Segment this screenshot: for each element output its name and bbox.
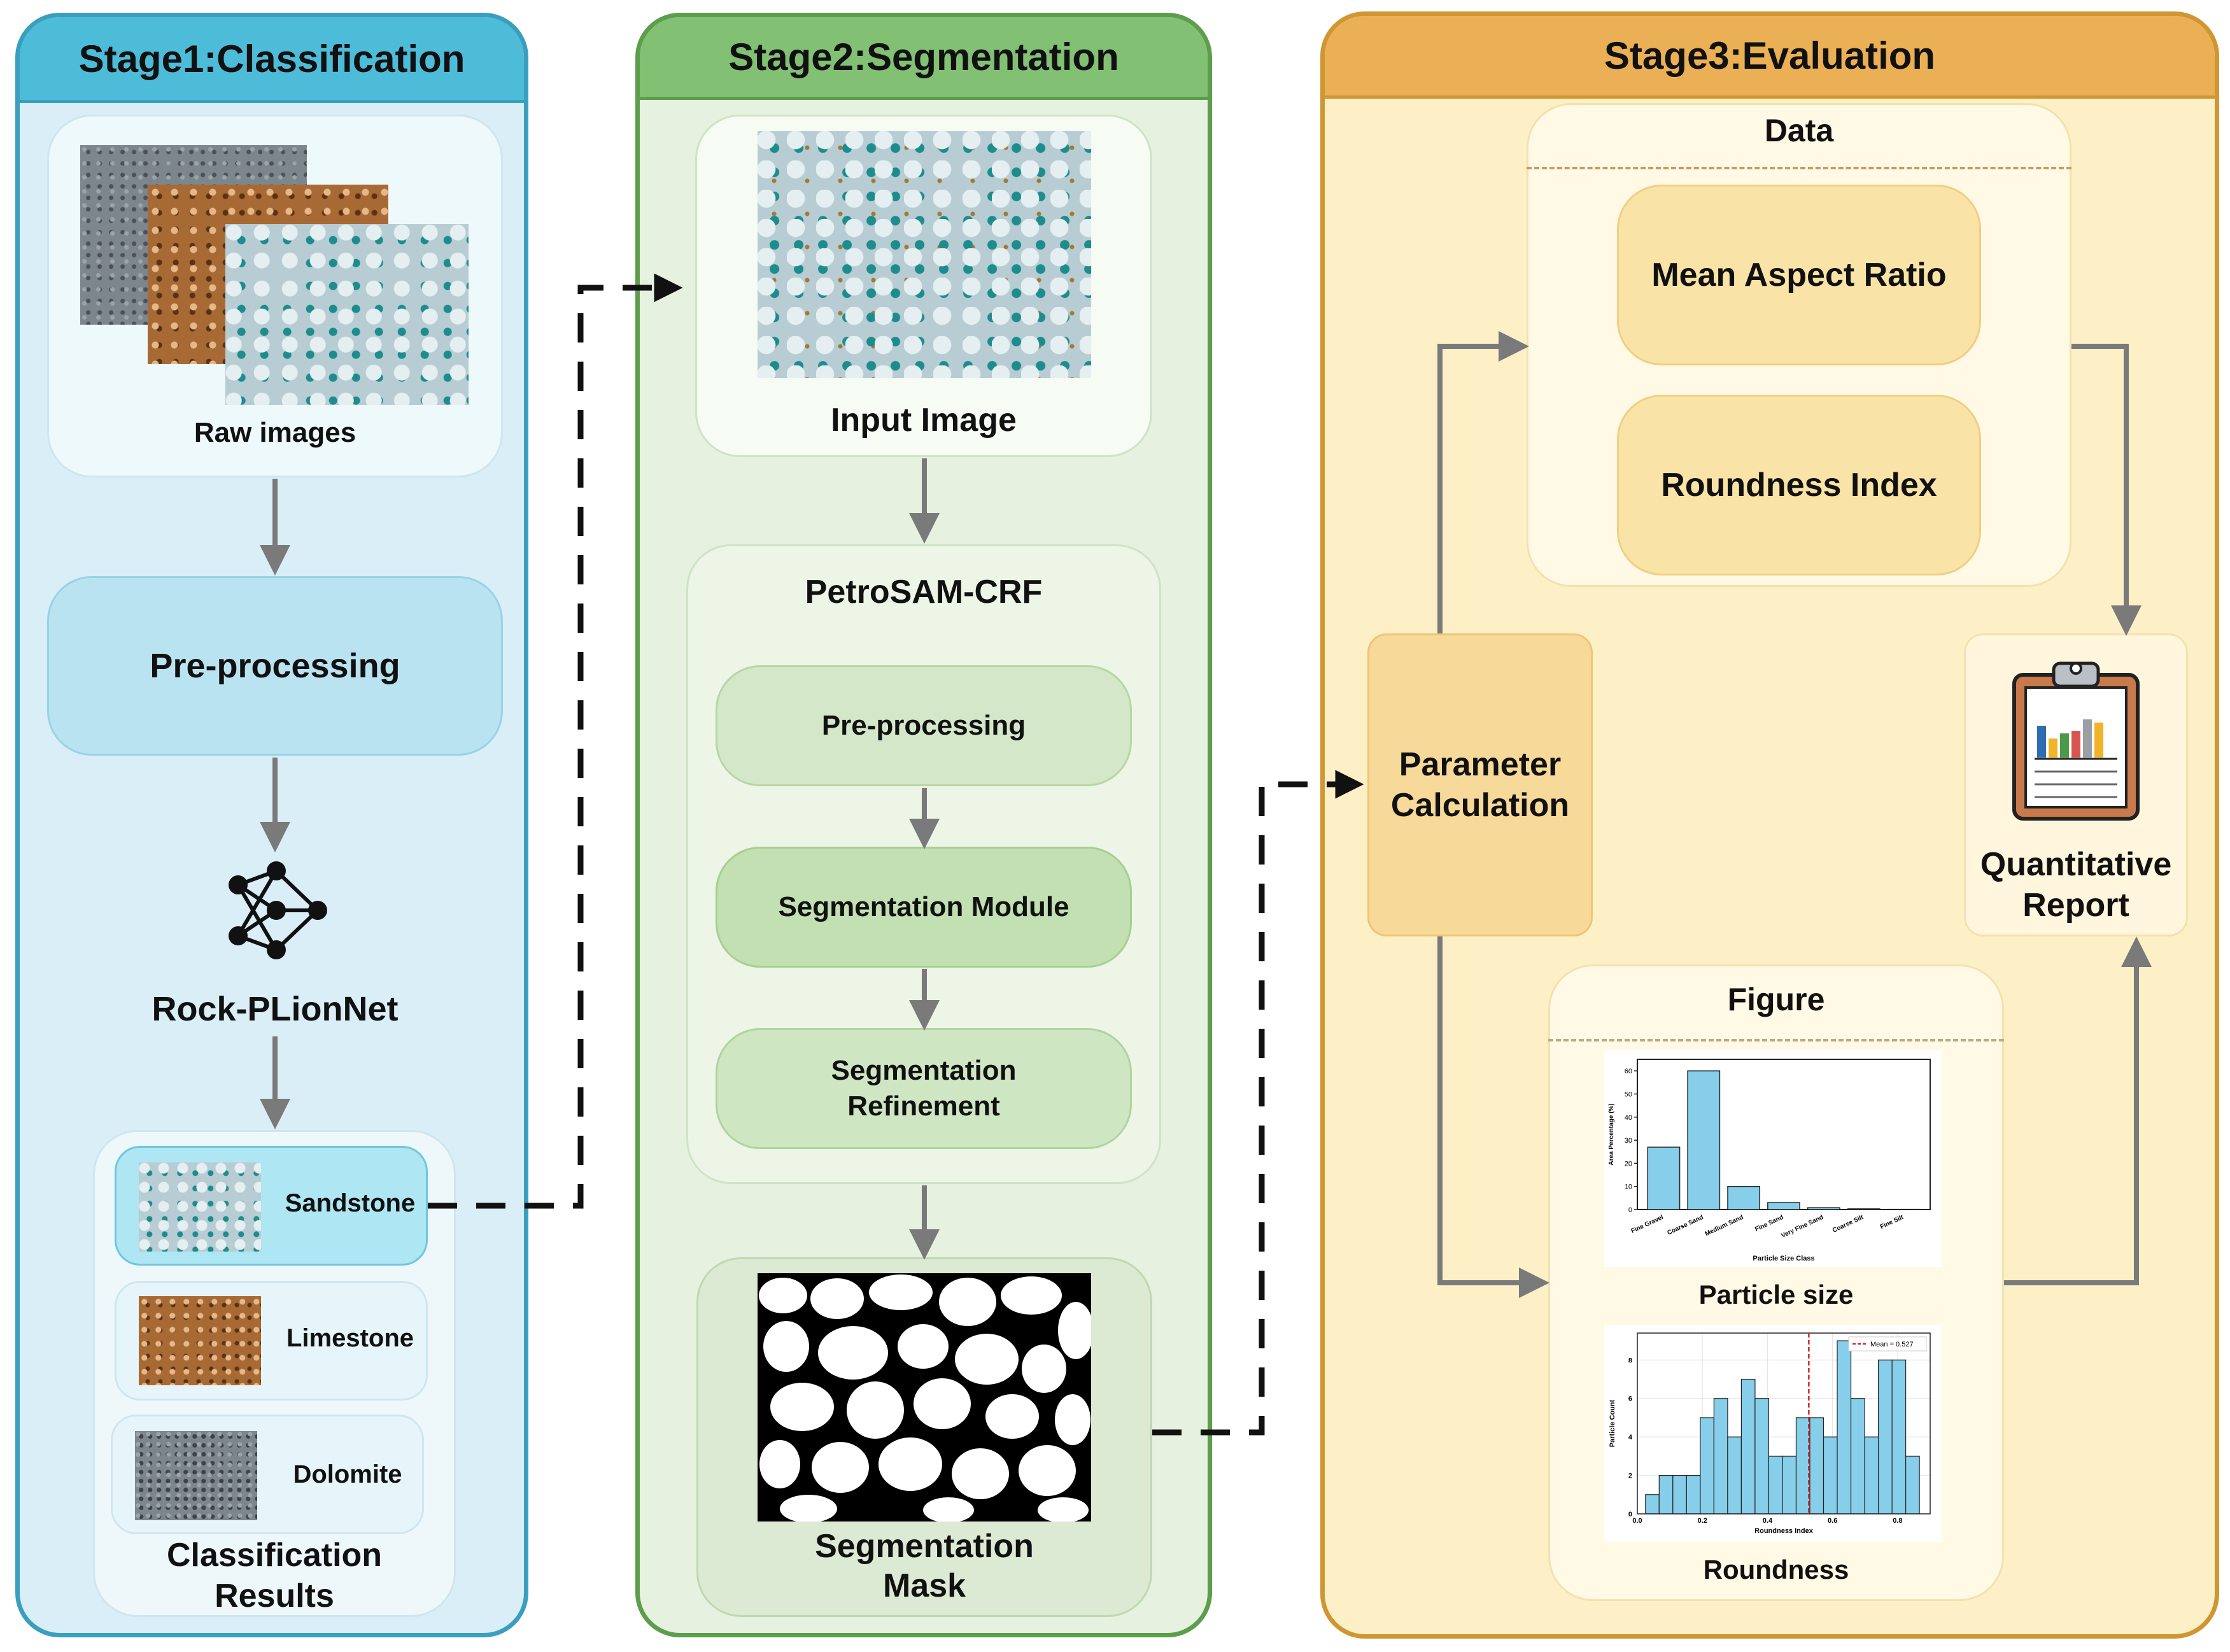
petrosam-crf-label: PetroSAM-CRF <box>805 574 1043 611</box>
stage2-step-refinement-line2: Refinement <box>847 1091 1000 1122</box>
stage1-title: Stage1:Classification <box>78 37 465 80</box>
mean-aspect-ratio-card: Mean Aspect Ratio <box>1617 185 1981 365</box>
clipboard-report-icon <box>2012 661 2140 821</box>
classification-results-line2: Results <box>215 1578 334 1614</box>
stage1-preprocessing-card: Pre-processing <box>47 576 503 756</box>
roundness-index-card: Roundness Index <box>1617 395 1981 575</box>
arrow-param-to-figure <box>1437 936 1549 1298</box>
segmentation-mask-line1: Segmentation <box>815 1528 1034 1565</box>
result-sandstone-thumb <box>139 1162 261 1252</box>
particle-bar <box>1727 1185 1761 1210</box>
data-label: Data <box>1764 113 1834 148</box>
stage2-header: Stage2:Segmentation <box>640 17 1208 100</box>
stage3-title: Stage3:Evaluation <box>1604 34 1936 77</box>
roundness-plot-frame <box>1637 1332 1931 1514</box>
roundness-xtick-label: 0.0 <box>1632 1517 1642 1525</box>
result-dolomite-label: Dolomite <box>293 1460 402 1488</box>
particle-ytick-label: 20 <box>1625 1160 1632 1168</box>
particle-ytick-label: 50 <box>1625 1091 1632 1098</box>
stage2-step-refinement: Segmentation Refinement <box>716 1028 1132 1149</box>
stage3-header: Stage3:Evaluation <box>1325 16 2215 99</box>
roundness-chart: Mean = 0.527 0.0 0.2 0.4 0.6 0.8 0 2 4 6 8Roundnes… <box>1604 1325 1942 1542</box>
stage2-step-preprocessing: Pre-processing <box>716 665 1132 786</box>
particle-bar <box>1767 1202 1800 1210</box>
stage2-step-refinement-line1: Segmentation <box>831 1055 1017 1086</box>
figure-label: Figure <box>1727 982 1825 1017</box>
particle-ytick-label: 30 <box>1625 1137 1632 1145</box>
parameter-calculation-card: Parameter Calculation <box>1367 633 1593 936</box>
roundness-label: Roundness <box>1703 1555 1849 1585</box>
result-dolomite-thumb <box>135 1431 257 1520</box>
roundness-xtick-label: 0.2 <box>1698 1517 1707 1525</box>
parameter-calculation-line2: Calculation <box>1390 787 1570 824</box>
roundness-xtick-label: 0.4 <box>1763 1517 1773 1525</box>
quantitative-report-label: Quantitative Report <box>1964 840 2188 929</box>
raw-images-label: Raw images <box>194 417 356 448</box>
quantitative-report-line2: Report <box>2022 887 2129 924</box>
particle-bar <box>1847 1208 1881 1210</box>
roundness-ytick-label: 6 <box>1628 1395 1632 1403</box>
arrow-figure-to-report <box>2004 936 2152 1285</box>
stage2-step-preprocessing-label: Pre-processing <box>821 710 1026 741</box>
result-sandstone-label: Sandstone <box>285 1189 416 1217</box>
roundness-legend-box <box>1848 1336 1927 1352</box>
rock-plionnet-label: Rock-PLionNet <box>152 990 399 1028</box>
roundness-ytick-label: 4 <box>1628 1434 1633 1441</box>
roundness-ylabel: Particle Count <box>1609 1399 1616 1447</box>
segmentation-mask-label: Segmentation Mask <box>696 1525 1152 1607</box>
particle-ytick-label: 60 <box>1625 1068 1632 1075</box>
arrow-data-to-report <box>2071 344 2142 636</box>
input-image <box>758 131 1091 378</box>
roundness-xlabel: Roundness Index <box>1754 1527 1814 1535</box>
roundness-ytick-label: 2 <box>1628 1472 1632 1480</box>
result-limestone-thumb <box>139 1296 261 1385</box>
particle-ytick-label: 10 <box>1625 1183 1632 1191</box>
quantitative-report-line1: Quantitative <box>1980 846 2172 883</box>
stage1-header: Stage1:Classification <box>20 17 524 103</box>
segmentation-mask-line2: Mask <box>882 1567 966 1604</box>
classification-results-label: Classification Results <box>93 1534 456 1617</box>
stage2-step-segmentation-module: Segmentation Module <box>716 847 1132 968</box>
roundness-legend-label: Mean = 0.527 <box>1870 1341 1914 1348</box>
raw-image-sandstone <box>225 224 469 405</box>
particle-bar <box>1807 1207 1840 1210</box>
particle-size-label: Particle size <box>1698 1280 1854 1310</box>
parameter-calculation-line1: Parameter <box>1399 746 1562 783</box>
particle-ytick-label: 0 <box>1628 1206 1632 1214</box>
mean-aspect-ratio-label: Mean Aspect Ratio <box>1651 257 1947 293</box>
input-image-label: Input Image <box>831 402 1017 439</box>
roundness-ytick-label: 8 <box>1628 1357 1632 1364</box>
particle-xlabel: Particle Size Class <box>1753 1255 1814 1262</box>
result-limestone-label: Limestone <box>286 1324 414 1352</box>
roundness-index-label: Roundness Index <box>1661 467 1937 504</box>
arrow-param-to-data <box>1437 331 1529 633</box>
dashed-sandstone-to-input <box>428 273 683 1209</box>
roundness-ytick-label: 0 <box>1628 1511 1632 1518</box>
stage2-step-segmentation-module-label: Segmentation Module <box>778 891 1069 922</box>
classification-results-line1: Classification <box>166 1537 383 1574</box>
neural-network-icon <box>229 861 327 959</box>
particle-bar <box>1647 1147 1681 1210</box>
particle-bar <box>1687 1070 1721 1210</box>
stage1-preprocessing-label: Pre-processing <box>150 647 400 685</box>
figure-divider <box>1548 1039 2004 1041</box>
roundness-xtick-label: 0.6 <box>1828 1517 1837 1525</box>
particle-ytick-label: 40 <box>1625 1114 1632 1122</box>
particle-ylabel: Area Percentage (%) <box>1608 1103 1615 1165</box>
segmentation-mask-image <box>758 1273 1091 1521</box>
roundness-xtick-label: 0.8 <box>1893 1517 1902 1525</box>
data-divider <box>1527 167 2071 169</box>
stage2-title: Stage2:Segmentation <box>728 36 1119 78</box>
dashed-mask-to-parameter <box>1152 770 1364 1436</box>
